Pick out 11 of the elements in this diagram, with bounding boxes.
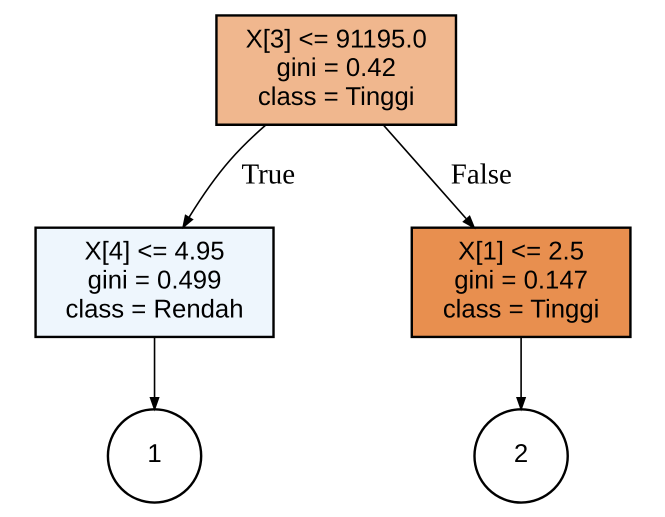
node-box: X[3] <= 91195.0 gini = 0.42 class = Tinggi (214, 14, 457, 126)
arrow (148, 336, 160, 412)
arrow (382, 124, 476, 229)
edge-label: False (450, 158, 512, 190)
node-circle: 1 (106, 408, 202, 504)
edge-label: True (240, 158, 295, 190)
node-box: X[1] <= 2.5 gini = 0.147 class = Tinggi (410, 226, 632, 338)
node-box: X[4] <= 4.95 gini = 0.499 class = Rendah (34, 226, 274, 338)
node-circle: 2 (472, 408, 568, 504)
arrow (516, 336, 526, 412)
arrow (181, 124, 266, 229)
